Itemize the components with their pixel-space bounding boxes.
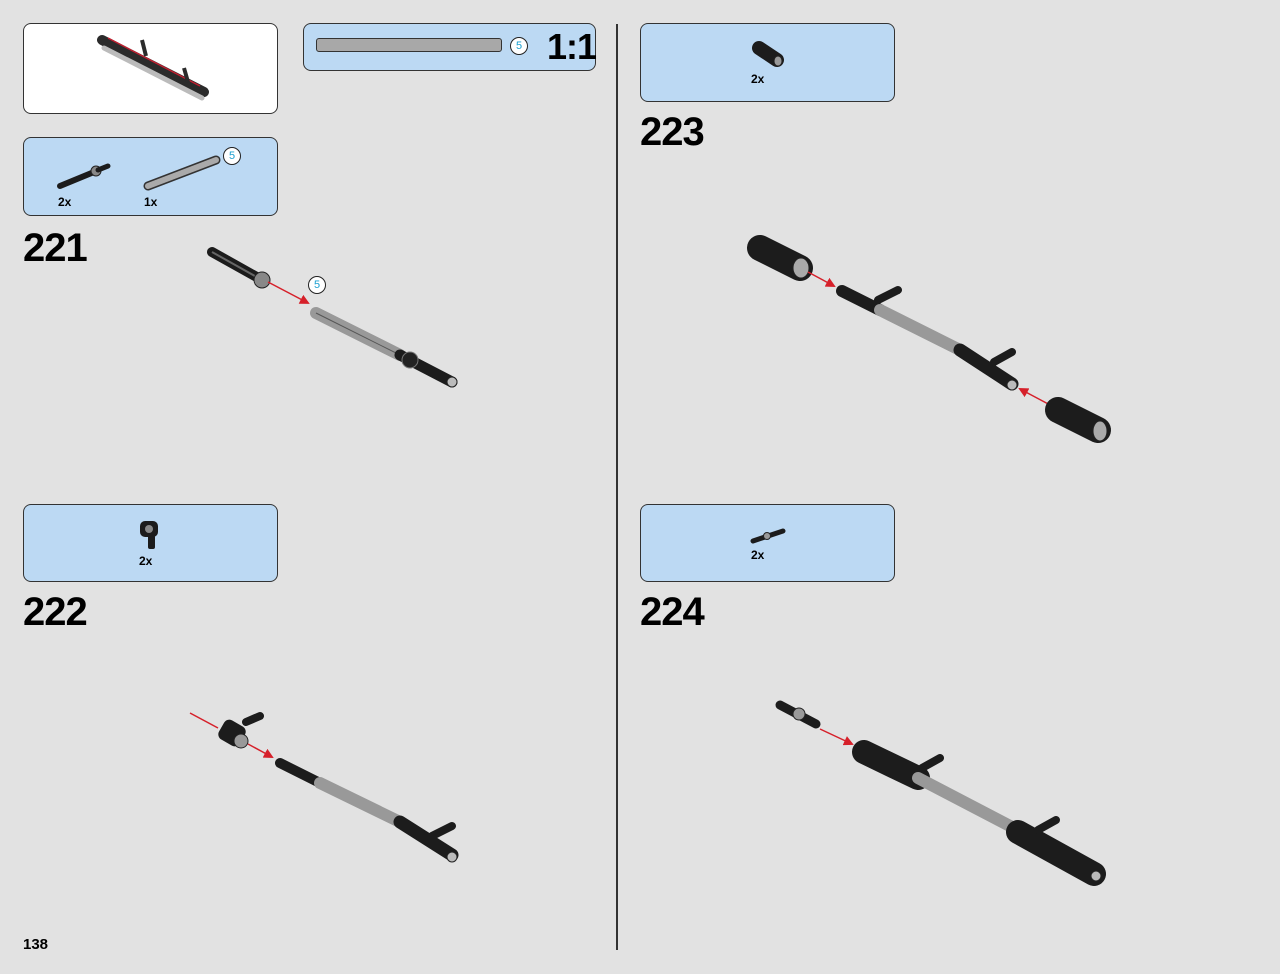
step-223-number: 223 <box>640 110 705 154</box>
scale-ruler-box: 5 1:1 <box>303 23 597 71</box>
angled-connector-icon <box>140 521 158 549</box>
step-221-part-qty: 1x <box>144 195 158 209</box>
axle-length-callout: 5 <box>308 276 326 294</box>
axle-pin-icon <box>57 163 111 189</box>
step-224-model <box>775 700 1106 886</box>
step-221-part-qty: 2x <box>58 195 72 209</box>
axle-length-badge: 5 <box>223 147 241 165</box>
step-222-part-qty: 2x <box>139 554 153 568</box>
step-223-model <box>747 235 1111 443</box>
step-223-parts-callout: 2x <box>640 23 895 102</box>
step-222-model <box>189 712 459 863</box>
submodel-preview-box <box>23 23 278 114</box>
axle-length-badge: 5 <box>510 37 528 55</box>
step-224-number: 224 <box>640 590 705 634</box>
step-223-part-qty: 2x <box>751 72 765 86</box>
step-224-part-qty: 2x <box>751 548 765 562</box>
step-222-parts-callout: 2x <box>23 504 278 582</box>
scale-label: 1:1 <box>547 26 597 67</box>
page-number: 138 <box>23 936 49 953</box>
submodel-axle-assembly-icon <box>97 35 209 101</box>
step-221-number: 221 <box>23 226 88 270</box>
step-221-model <box>207 247 458 388</box>
pin-connector-icon <box>750 528 786 544</box>
step-221-parts-callout: 2x 5 1x <box>23 137 278 216</box>
step-224-parts-callout: 2x <box>640 504 895 582</box>
page-divider <box>616 24 618 950</box>
axle-icon <box>143 155 221 191</box>
axle-ruler-icon <box>316 38 502 52</box>
step-222-number: 222 <box>23 590 88 634</box>
tube-bush-icon <box>752 41 784 67</box>
